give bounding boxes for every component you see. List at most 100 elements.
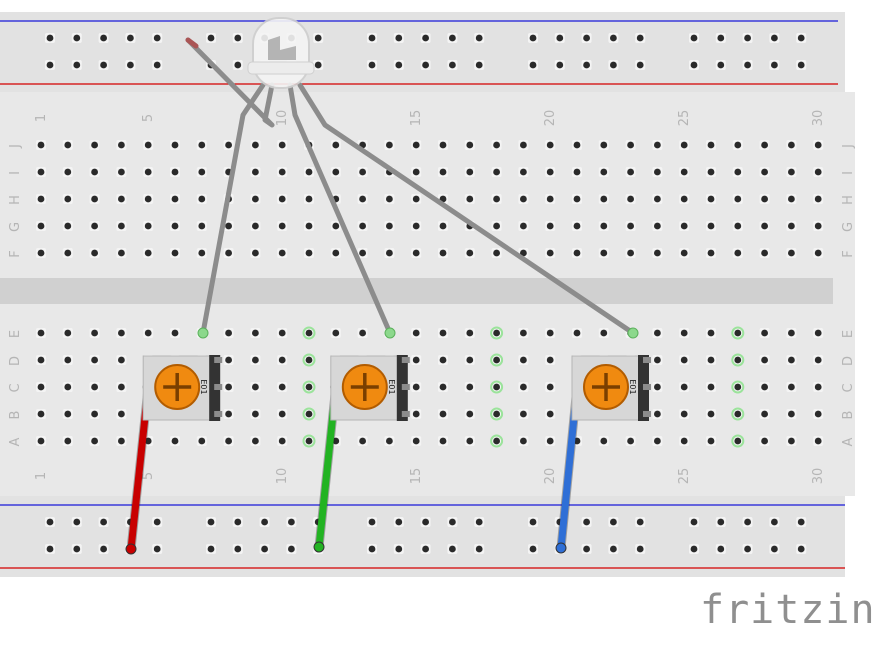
hole (359, 168, 366, 176)
led-lead-red-channel (200, 82, 266, 336)
hole (690, 61, 698, 69)
row-label-right: F (841, 250, 856, 257)
connected-hole-highlight (490, 326, 504, 340)
row-label-left: B (8, 411, 23, 420)
hole (305, 383, 313, 391)
hole (529, 61, 537, 69)
wire-end (313, 541, 325, 553)
hole (225, 410, 233, 418)
hole (717, 545, 725, 553)
hole (761, 410, 768, 418)
hole (153, 61, 161, 69)
hole (144, 329, 152, 337)
hole (278, 168, 286, 176)
column-label-bottom: 10 (275, 468, 290, 485)
hole (680, 329, 688, 337)
hole (600, 141, 608, 149)
hole (636, 61, 644, 69)
hole (466, 195, 474, 203)
hole (332, 141, 340, 149)
hole (797, 518, 805, 526)
hole (439, 437, 447, 445)
hole (37, 195, 45, 203)
hole (278, 410, 286, 418)
hole (546, 437, 554, 445)
hole (546, 410, 554, 418)
hole (788, 249, 795, 257)
hole (814, 383, 822, 391)
hole (439, 249, 447, 257)
hole (332, 249, 340, 257)
led-lead-green-channel (287, 82, 393, 336)
hole (529, 34, 537, 42)
hole (412, 222, 420, 230)
row-label-left: E (8, 330, 23, 338)
hole (412, 168, 420, 176)
hole (546, 195, 554, 203)
hole (717, 518, 725, 526)
hole (627, 249, 634, 257)
row-label-right: C (841, 383, 856, 392)
pot-pin (643, 384, 651, 390)
pot-pin (214, 411, 223, 417)
hole (412, 410, 420, 418)
hole (680, 222, 688, 230)
column-label-bottom: 30 (811, 468, 826, 485)
hole (37, 437, 45, 445)
hole (386, 195, 393, 203)
hole (225, 329, 233, 337)
hole (252, 356, 259, 364)
hole (734, 437, 742, 445)
hole (520, 383, 527, 391)
hole (359, 222, 366, 230)
hole (91, 168, 98, 176)
hole (520, 410, 527, 418)
hole (386, 222, 393, 230)
hole (744, 545, 751, 553)
hole (278, 195, 286, 203)
hole (91, 222, 98, 230)
hole (37, 249, 45, 257)
pot-label: E01 (628, 379, 637, 394)
hole (734, 356, 742, 364)
hole (734, 222, 742, 230)
hole (37, 141, 45, 149)
hole (171, 141, 179, 149)
connected-hole-highlight (731, 326, 745, 340)
hole (654, 329, 661, 337)
hole (252, 329, 259, 337)
hole (583, 545, 590, 553)
rgb-led (247, 17, 315, 89)
hole (734, 141, 742, 149)
hole (64, 329, 72, 337)
hole (46, 34, 54, 42)
hole (225, 437, 233, 445)
hole (814, 249, 822, 257)
column-label-bottom: 25 (677, 468, 692, 485)
connected-hole-highlight (302, 434, 316, 448)
hole (788, 437, 795, 445)
hole (734, 195, 742, 203)
hole (627, 195, 634, 203)
hole (690, 545, 698, 553)
lead-end (197, 327, 209, 339)
hole (368, 545, 376, 553)
row-label-right: G (841, 222, 856, 232)
hole (207, 34, 215, 42)
column-label-top: 1 (34, 114, 49, 122)
hole (252, 222, 259, 230)
potentiometer-left: E01 (142, 326, 316, 448)
hole (252, 168, 259, 176)
hole (144, 437, 152, 445)
column-label-top: 20 (543, 110, 558, 127)
hole (761, 249, 768, 257)
hole (520, 195, 527, 203)
hole (449, 34, 456, 42)
hole (64, 168, 72, 176)
hole (252, 249, 259, 257)
hole (100, 34, 107, 42)
hole (734, 249, 742, 257)
lead-end (627, 327, 639, 339)
row-label-right: B (841, 411, 856, 420)
